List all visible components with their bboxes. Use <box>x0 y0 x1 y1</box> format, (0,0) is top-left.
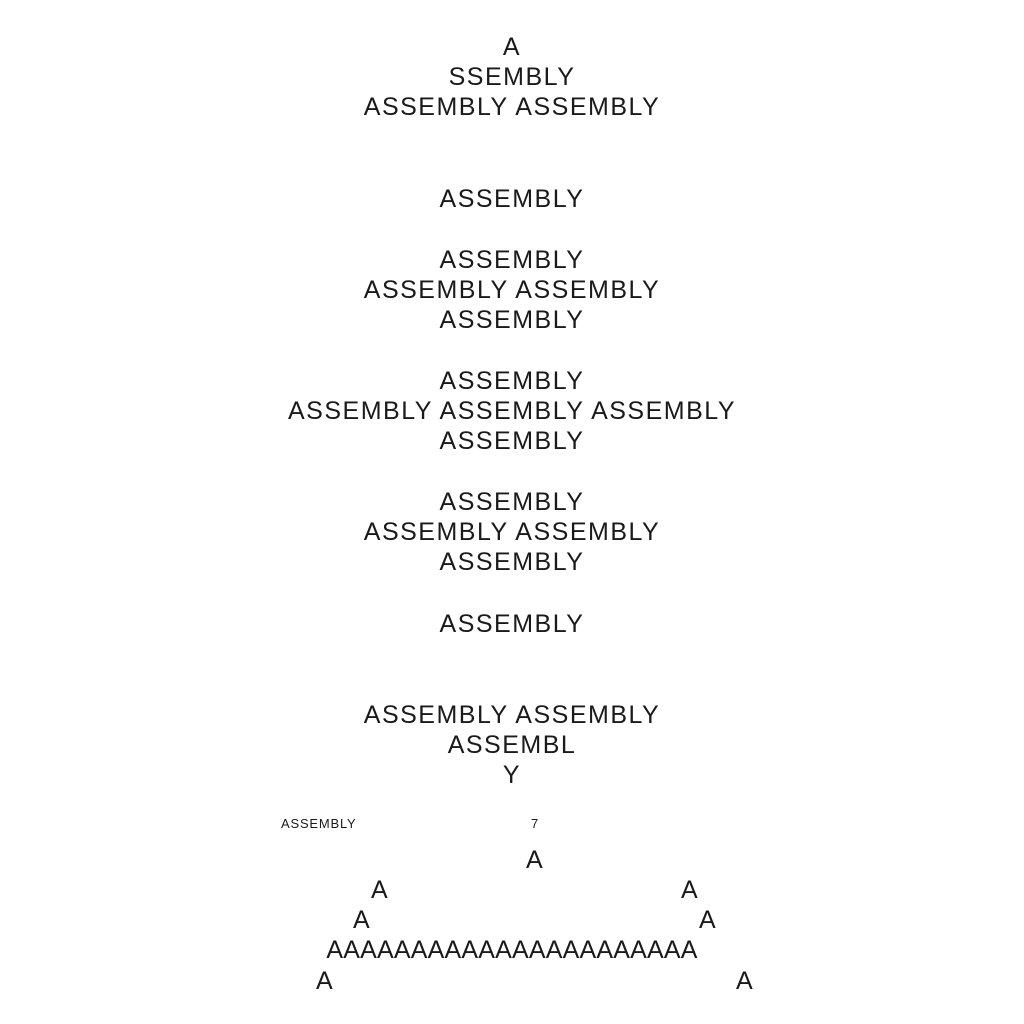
figure-mid-right-letter: A <box>699 906 716 934</box>
figure-apex-letter: A <box>526 846 543 874</box>
poem-line: ASSEMBLY ASSEMBLY <box>363 93 661 121</box>
poem-line: ASSEMBLY <box>439 246 585 274</box>
figure-upper-left-letter: A <box>371 876 388 904</box>
running-title: ASSEMBLY <box>281 816 357 831</box>
poem-line: ASSEMBLY <box>439 306 585 334</box>
poem-line: ASSEMBLY <box>439 610 585 638</box>
poem-line: ASSEMBLY <box>439 427 585 455</box>
poem-line: ASSEMBL <box>447 731 577 759</box>
poem-line: ASSEMBLY ASSEMBLY <box>363 518 661 546</box>
poem-line: ASSEMBLY ASSEMBLY ASSEMBLY <box>288 397 736 425</box>
poem-line: ASSEMBLY ASSEMBLY <box>363 276 661 304</box>
figure-mid-left-letter: A <box>353 906 370 934</box>
figure-crossbar: AAAAAAAAAAAAAAAAAAAAAA <box>326 936 698 964</box>
poem-line: ASSEMBLY <box>439 185 585 213</box>
poem-line: ASSEMBLY <box>439 488 585 516</box>
poem-line: SSEMBLY <box>448 63 576 91</box>
figure-upper-right-letter: A <box>681 876 698 904</box>
poem-line: ASSEMBLY <box>439 548 585 576</box>
poem-line: A <box>502 33 522 61</box>
figure-foot-right-letter: A <box>736 967 753 995</box>
figure-foot-left-letter: A <box>316 967 333 995</box>
poem-line: ASSEMBLY ASSEMBLY <box>363 701 661 729</box>
page-number: 7 <box>531 816 540 831</box>
poem-line: Y <box>502 761 522 789</box>
poem-line: ASSEMBLY <box>439 367 585 395</box>
